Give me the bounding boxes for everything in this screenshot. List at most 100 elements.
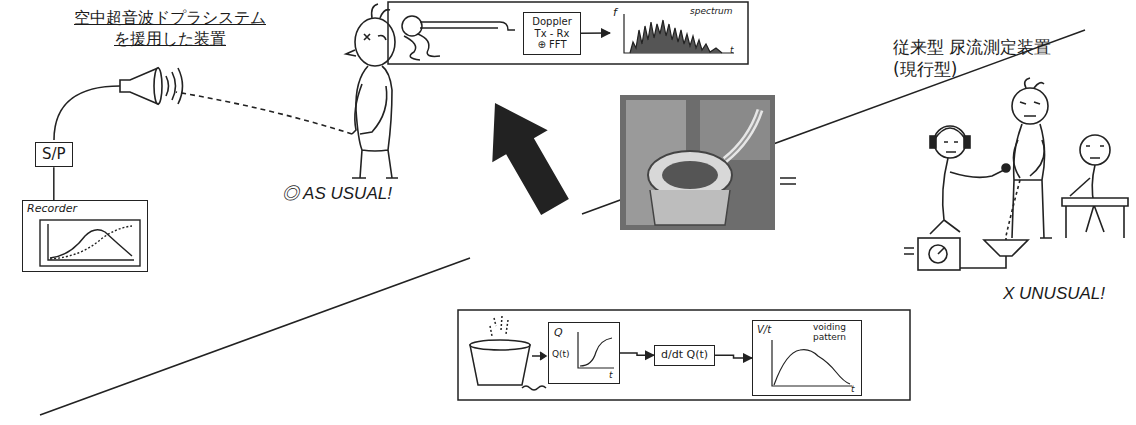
- doppler-frame: [388, 2, 748, 64]
- process-box: Recorder: [22, 200, 148, 272]
- sensor-wire-part: [54, 86, 120, 140]
- note-label: ◎ AS USUAL!: [282, 183, 392, 205]
- process-box: Doppler Tx - Rx ⊕ FFT: [523, 12, 581, 55]
- doppler-frame-part: [420, 22, 515, 30]
- measurement-scene-part: [1025, 78, 1044, 88]
- measurement-scene-part: [1062, 198, 1128, 206]
- axis-label: t: [609, 370, 613, 380]
- flow-curve-part: [578, 332, 614, 368]
- measurement-scene-part: [1013, 140, 1044, 178]
- doppler-frame-part: [420, 27, 498, 29]
- plot-title: Recorder: [27, 203, 77, 216]
- transition-arrow: [467, 87, 582, 223]
- plot-title: spectrum: [690, 6, 733, 16]
- box-label: S/P: [42, 146, 66, 163]
- measurement-scene-part: [1020, 102, 1040, 116]
- measurement-scene-part: [1070, 178, 1090, 196]
- note-label: X UNUSUAL!: [1003, 283, 1105, 305]
- toilet-photo-part: [662, 161, 718, 189]
- measurement-scene-part: [780, 178, 914, 254]
- uroflow-frame: [458, 310, 910, 400]
- recorder-chart-part: [50, 230, 132, 258]
- spectrum-plot-part: [624, 14, 734, 53]
- recorder-chart-part: [50, 226, 132, 259]
- process-box: S/P: [35, 142, 73, 167]
- measurement-scene: [780, 78, 1128, 270]
- measurement-scene-part: [1080, 135, 1110, 165]
- flow-curve-part: [580, 338, 612, 366]
- measurement-scene-part: [930, 136, 936, 148]
- spectrum-plot-part: [630, 20, 722, 53]
- measurement-scene-part: [944, 142, 958, 152]
- measurement-scene-part: [1012, 88, 1048, 124]
- man-figure-part: [378, 36, 386, 41]
- connector: [581, 32, 610, 34]
- measurement-scene-part: [934, 128, 966, 140]
- recorder-chart-part: [48, 224, 134, 260]
- process-box: d/dt Q(t): [654, 345, 715, 366]
- axis-label: f: [613, 7, 617, 20]
- measurement-scene-part: [918, 238, 960, 270]
- man-figure-part: [356, 66, 392, 178]
- process-box: V/t voiding pattern t: [752, 320, 862, 396]
- toilet-photo-part: [725, 110, 760, 160]
- divider-line-part: [40, 258, 470, 415]
- axis-label: t: [851, 384, 855, 394]
- man-figure-part: [352, 177, 398, 179]
- uroflow-frame-part: [470, 345, 530, 385]
- recorder-chart-part: [40, 220, 140, 266]
- process-box: Q Q(t) t: [548, 322, 620, 384]
- urine-stream: [176, 92, 352, 134]
- measurement-scene-part: [1006, 180, 1020, 236]
- recorder-chart: [40, 220, 140, 266]
- ultrasonic-sensor: [120, 68, 183, 104]
- man-figure-part: [364, 34, 370, 40]
- measurement-scene-part: [964, 136, 970, 148]
- voiding-curve-part: [774, 350, 850, 385]
- plot-title: Q: [554, 327, 563, 340]
- toilet-photo-part: [620, 95, 775, 230]
- man-figure: [346, 4, 398, 178]
- axis-label: Q(t): [552, 349, 570, 359]
- ultrasonic-sensor-part: [120, 68, 158, 104]
- connector: [620, 353, 654, 355]
- voiding-curve: [772, 340, 852, 386]
- measurement-scene-part: [950, 170, 1004, 177]
- measurement-scene-part: [984, 240, 1028, 256]
- measurement-scene-part: [938, 248, 944, 254]
- doppler-frame-part: [388, 2, 748, 64]
- doppler-frame-part: [404, 34, 440, 60]
- heading-label: 従来型 尿流測定装置 (現行型): [893, 36, 1073, 80]
- plot-title: V/t: [757, 324, 771, 336]
- divider-line: [40, 30, 1085, 415]
- measurement-scene-part: [934, 126, 966, 158]
- toilet-photo-part: [700, 100, 770, 160]
- uroflow-frame-part: [458, 310, 910, 400]
- measurement-scene-part: [929, 245, 947, 263]
- measurement-scene-part: [1066, 206, 1124, 238]
- measurement-scene-part: [930, 158, 960, 234]
- connector: [53, 167, 55, 200]
- measurement-scene-part: [1002, 164, 1010, 172]
- process-box: spectrum f t: [610, 5, 742, 61]
- heading-label: 空中超音波ドプラシステム を援用した装置: [66, 8, 274, 50]
- voiding-curve-part: [772, 340, 852, 386]
- sensor-wire: [54, 86, 120, 140]
- axis-label: voiding pattern: [813, 323, 859, 343]
- transition-arrow-part: [467, 87, 582, 223]
- uroflow-frame-part: [490, 316, 508, 336]
- doppler-frame-part: [402, 16, 422, 36]
- box-label: d/dt Q(t): [661, 349, 708, 362]
- man-figure-part: [372, 4, 390, 18]
- measurement-scene-part: [960, 256, 1006, 268]
- axis-label: t: [730, 45, 734, 55]
- ultrasonic-sensor-part: [166, 68, 183, 104]
- uroflow-frame-part: [470, 340, 530, 350]
- uroflow-frame-part: [540, 352, 546, 360]
- flow-curve: [578, 332, 614, 368]
- man-figure-part: [346, 50, 356, 56]
- measurement-scene-part: [1086, 146, 1104, 158]
- box-label: Doppler Tx - Rx ⊕ FFT: [530, 16, 574, 51]
- toilet-photo: [620, 95, 775, 230]
